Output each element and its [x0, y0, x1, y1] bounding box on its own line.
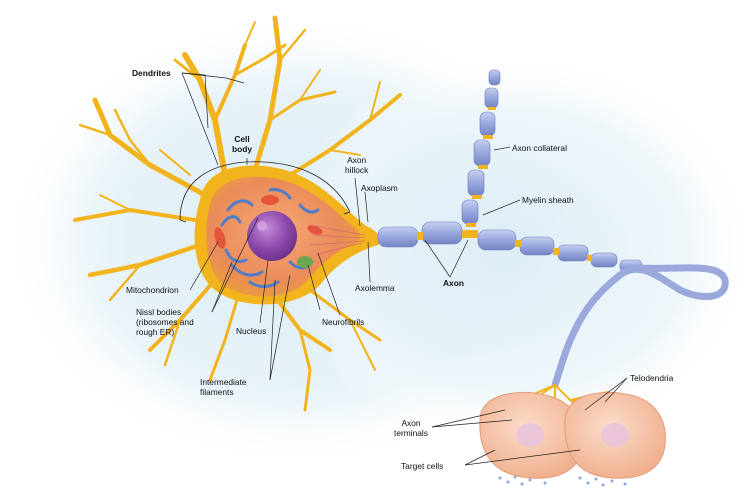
leader-lines [181, 72, 628, 466]
label-telodendria: Telodendria [630, 373, 674, 383]
cell-body-bracket [179, 161, 351, 221]
label-axolemma: Axolemma [355, 283, 395, 293]
label-axoplasm: Axoplasm [361, 183, 398, 193]
nucleus [247, 211, 297, 261]
label-neurofibrils: Neurofibrils [322, 317, 365, 327]
secreted-granules [498, 475, 627, 487]
label-target-cells: Target cells [401, 461, 444, 471]
label-axon-hillock: Axon hillock [345, 155, 369, 175]
neurofibrils [309, 224, 366, 256]
axon-loop [551, 264, 729, 389]
label-mitochondrion: Mitochondrion [126, 285, 179, 295]
golgi-body [297, 256, 313, 268]
label-axon: Axon [443, 278, 464, 288]
label-nissl-bodies: Nissl bodies (ribosomes and rough ER) [136, 307, 194, 337]
axon-collateral-segments [461, 69, 501, 225]
label-myelin-sheath: Myelin sheath [522, 195, 574, 205]
label-cell-body: Cell body [232, 134, 253, 154]
target-cells [479, 392, 666, 479]
dendrites [73, 15, 402, 412]
label-nucleus: Nucleus [236, 326, 267, 336]
label-axon-terminals: Axon terminals [394, 418, 428, 438]
label-dendrites: Dendrites [132, 68, 171, 78]
label-intermediate-filaments: Intermediate filaments [200, 377, 247, 397]
label-axon-collateral: Axon collateral [512, 143, 567, 153]
